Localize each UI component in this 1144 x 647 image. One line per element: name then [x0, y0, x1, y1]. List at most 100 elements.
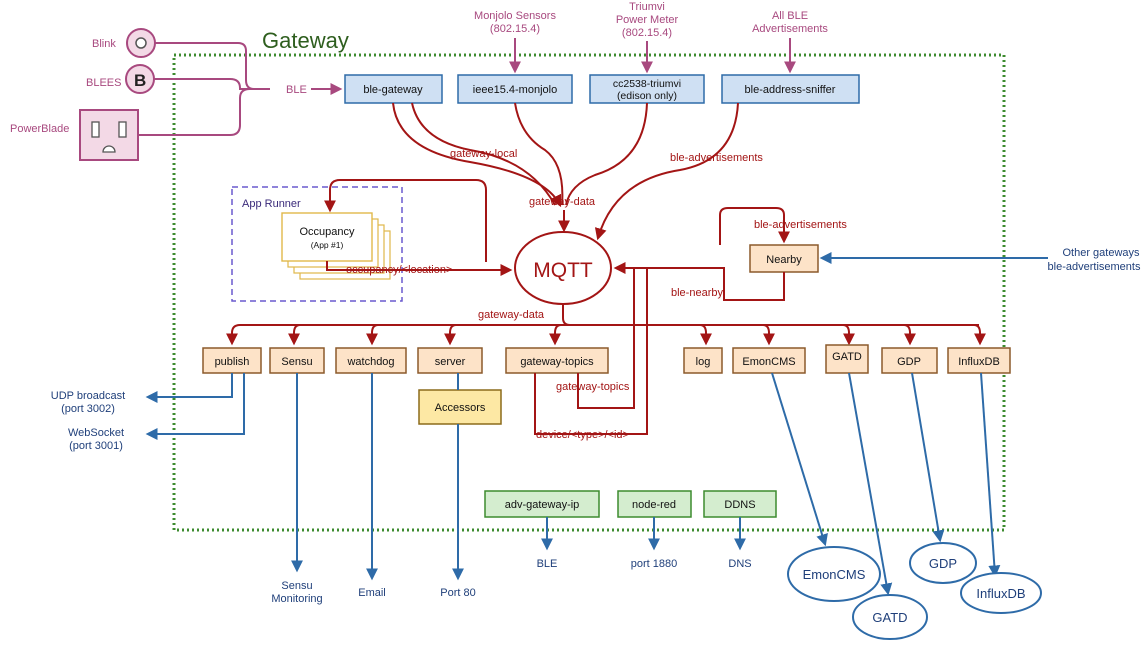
- emoncms-cloud[interactable]: EmonCMS: [787, 546, 881, 602]
- port-1880-label: port 1880: [631, 558, 677, 570]
- emoncms-cloud-label: EmonCMS: [803, 567, 866, 582]
- mqtt-to-occupancy-wire: [324, 179, 487, 262]
- occupancy-sublabel: (App #1): [311, 240, 344, 250]
- gdp-box[interactable]: GDP: [881, 347, 938, 374]
- gateway-topics-wire: [577, 268, 635, 409]
- triumvi-sublabel: (edison only): [617, 90, 677, 102]
- nearby-box[interactable]: Nearby: [749, 244, 819, 273]
- udp-broadcast-line2: (port 3002): [61, 403, 115, 415]
- monjolo-to-mqtt-wire: [514, 102, 564, 206]
- triumvi-label: cc2538-triumvi: [613, 78, 681, 90]
- monjolo-box[interactable]: ieee15.4-monjolo: [457, 74, 573, 104]
- gatd-cloud-label: GATD: [872, 610, 907, 625]
- bus-to-server: [444, 324, 457, 346]
- influxdb-box[interactable]: InfluxDB: [947, 347, 1011, 374]
- dns-output-label: DNS: [728, 558, 751, 570]
- bus-to-influxdb: [973, 324, 986, 346]
- watchdog-label: watchdog: [346, 356, 394, 368]
- adv-gateway-ip-label: adv-gateway-ip: [505, 499, 580, 511]
- gatd-box-label: GATD: [832, 351, 862, 363]
- log-box[interactable]: log: [683, 347, 723, 374]
- node-red-label: node-red: [632, 499, 676, 511]
- sensu-monitoring-line2: Monitoring: [271, 593, 322, 605]
- log-label: log: [696, 356, 711, 368]
- ble-wire-label: BLE: [286, 84, 307, 96]
- websocket-line2: (port 3001): [69, 440, 123, 452]
- gateway-local-label: gateway-local: [450, 148, 517, 160]
- publish-box[interactable]: publish: [202, 347, 262, 374]
- bus-to-sensu: [288, 324, 301, 346]
- gatd-box[interactable]: GATD: [825, 344, 869, 374]
- mqtt-to-bus-wire: [562, 304, 571, 326]
- publish-udp-wire: [145, 373, 233, 403]
- ble-adv-to-nearby-wire: [719, 207, 790, 245]
- gateway-data-label-top: gateway-data: [529, 196, 596, 208]
- server-label: server: [435, 356, 466, 368]
- bus-to-gdp: [903, 324, 916, 346]
- triumvi-box[interactable]: cc2538-triumvi (edison only): [589, 74, 705, 104]
- email-label: Email: [358, 587, 386, 599]
- triumvi-source-line1: Triumvi: [629, 1, 665, 13]
- blees-letter: B: [134, 71, 146, 90]
- accessors-label: Accessors: [435, 402, 486, 414]
- watchdog-box[interactable]: watchdog: [335, 347, 407, 374]
- triumvi-to-mqtt-wire: [565, 102, 648, 206]
- port-80-label: Port 80: [440, 587, 475, 599]
- ddns-box[interactable]: DDNS: [703, 490, 777, 518]
- ble-gateway-box[interactable]: ble-gateway: [344, 74, 443, 104]
- occupancy-topic-label: occupancy/<location>: [346, 264, 452, 276]
- emoncms-box[interactable]: EmonCMS: [732, 347, 806, 374]
- influxdb-cloud[interactable]: InfluxDB: [960, 572, 1042, 614]
- sensu-label: Sensu: [281, 356, 312, 368]
- ble-address-sniffer-box[interactable]: ble-address-sniffer: [721, 74, 860, 104]
- udp-broadcast-line1: UDP broadcast: [51, 390, 125, 402]
- gateway-topics-box[interactable]: gateway-topics: [505, 347, 609, 374]
- blink-led-icon: [135, 37, 147, 49]
- app-runner-boundary: [231, 186, 403, 302]
- allble-source-line2: Advertisements: [752, 23, 828, 35]
- other-gateways-line2: ble-advertisements: [1048, 261, 1141, 273]
- influxdb-cloud-wire: [980, 372, 1001, 578]
- triumvi-source-line3: (802.15.4): [622, 27, 672, 39]
- gateway-topics-wire-label: gateway-topics: [556, 381, 630, 393]
- gdp-cloud[interactable]: GDP: [909, 542, 977, 584]
- influxdb-cloud-label: InfluxDB: [976, 586, 1025, 601]
- mqtt-broker[interactable]: MQTT: [514, 231, 612, 305]
- node-red-box[interactable]: node-red: [617, 490, 692, 518]
- monjolo-source-line1: Monjolo Sensors: [474, 10, 556, 22]
- device-topic-wire: [534, 268, 648, 435]
- influxdb-box-label: InfluxDB: [958, 356, 1000, 368]
- powerblade-icon: [79, 109, 139, 161]
- blees-label: BLEES: [86, 77, 121, 89]
- gateway-topics-box-label: gateway-topics: [520, 356, 594, 368]
- ble-nearby-label: ble-nearby: [671, 287, 723, 299]
- adv-gateway-ip-box[interactable]: adv-gateway-ip: [484, 490, 600, 518]
- accessors-box[interactable]: Accessors: [418, 389, 502, 425]
- nearby-label: Nearby: [766, 254, 802, 266]
- blink-wire: [155, 42, 270, 90]
- app-runner-title: App Runner: [242, 198, 301, 210]
- server-box[interactable]: server: [417, 347, 483, 374]
- powerblade-wire: [138, 88, 270, 136]
- gateway-local-wire: [411, 102, 556, 206]
- sensu-box[interactable]: Sensu: [269, 347, 325, 374]
- blink-label: Blink: [92, 38, 116, 50]
- gatd-cloud-wire: [848, 372, 893, 596]
- occupancy-app-box[interactable]: Occupancy (App #1): [281, 212, 373, 262]
- gateway-boundary: [172, 53, 1006, 532]
- gdp-box-label: GDP: [897, 356, 921, 368]
- ddns-label: DDNS: [724, 499, 755, 511]
- occupancy-output-wire: [326, 261, 513, 276]
- monjolo-source-line2: (802.15.4): [490, 23, 540, 35]
- gdp-cloud-label: GDP: [929, 556, 957, 571]
- gdp-cloud-wire: [911, 372, 945, 543]
- ble-gateway-label: ble-gateway: [363, 84, 423, 96]
- websocket-line1: WebSocket: [68, 427, 124, 439]
- mqtt-label: MQTT: [533, 259, 593, 282]
- blees-wire: [154, 78, 270, 90]
- gatd-cloud[interactable]: GATD: [852, 594, 928, 640]
- bus-to-watchdog: [366, 324, 379, 346]
- ble-address-sniffer-label: ble-address-sniffer: [745, 84, 836, 96]
- bus-to-emoncms: [762, 324, 775, 346]
